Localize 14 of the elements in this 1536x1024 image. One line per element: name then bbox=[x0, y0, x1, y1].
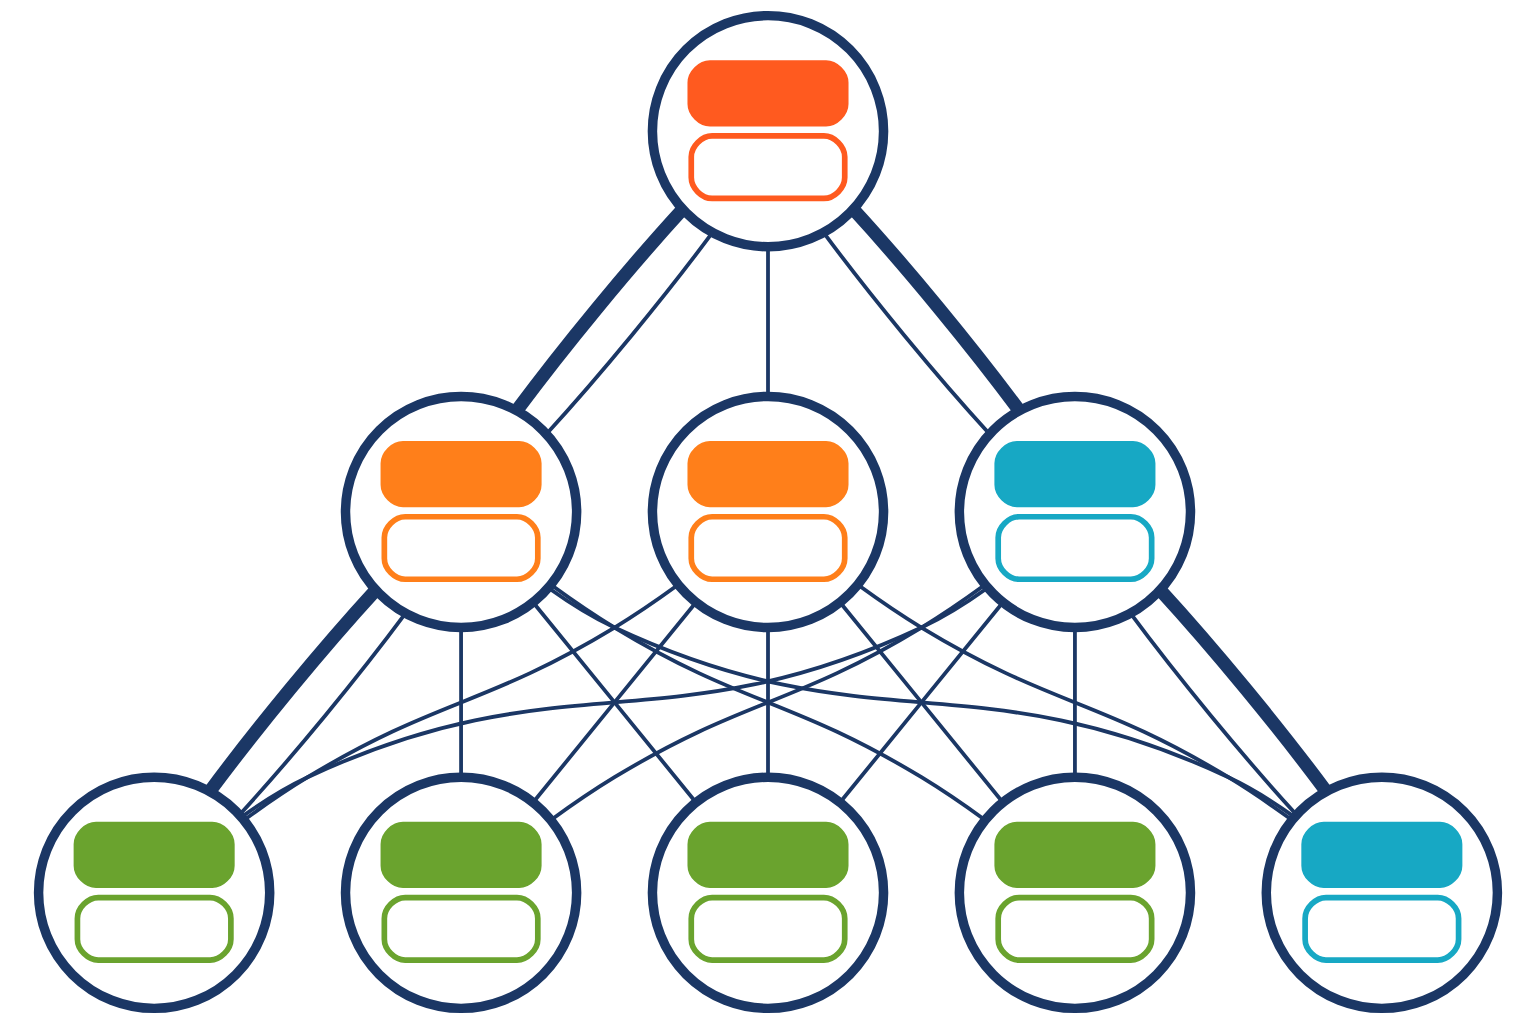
node-person bbox=[647, 391, 889, 633]
connector bbox=[857, 583, 1293, 822]
node-person bbox=[340, 391, 582, 633]
node-person bbox=[33, 772, 275, 1014]
connector bbox=[547, 586, 1296, 819]
connector bbox=[550, 583, 986, 822]
node-person bbox=[340, 772, 582, 1014]
node-person bbox=[1261, 772, 1503, 1014]
node-person bbox=[954, 772, 1196, 1014]
node-person bbox=[954, 391, 1196, 633]
node-person bbox=[647, 10, 889, 252]
connector bbox=[240, 586, 989, 819]
node-person bbox=[647, 772, 889, 1014]
connector bbox=[243, 583, 679, 822]
